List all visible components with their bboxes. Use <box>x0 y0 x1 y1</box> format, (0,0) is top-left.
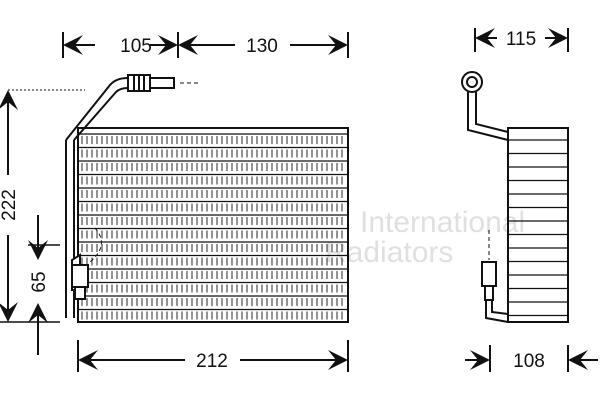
dimension-lines-front <box>0 32 349 372</box>
dim-108: 108 <box>513 351 545 372</box>
fin-row <box>81 311 343 320</box>
dimension-lines-side <box>465 28 598 372</box>
fin-row <box>81 257 343 266</box>
front-view-core <box>65 127 349 323</box>
fin-row <box>81 176 343 185</box>
fin-row <box>81 163 343 171</box>
dim-115: 115 <box>506 29 536 50</box>
outlet-fitting <box>71 227 102 300</box>
dim-222: 222 <box>0 189 20 221</box>
fin-row <box>81 298 343 306</box>
dim-130: 130 <box>246 36 278 57</box>
dim-105: 105 <box>120 36 152 57</box>
fin-row <box>81 136 343 144</box>
fin-row <box>81 203 343 212</box>
svg-text:Radiators: Radiators <box>325 236 453 269</box>
dim-65: 65 <box>29 271 50 292</box>
fin-row <box>81 217 343 225</box>
inlet-pipe-fitting <box>8 74 200 141</box>
fin-row <box>81 244 343 252</box>
fin-row <box>81 284 343 293</box>
svg-text:International: International <box>360 206 525 239</box>
dim-212: 212 <box>196 351 228 372</box>
fin-row <box>81 230 343 239</box>
watermark-logo: International Radiators <box>325 206 525 269</box>
fin-row <box>81 271 343 279</box>
fin-row <box>81 190 343 198</box>
side-view <box>461 71 569 323</box>
fin-row <box>81 149 343 158</box>
